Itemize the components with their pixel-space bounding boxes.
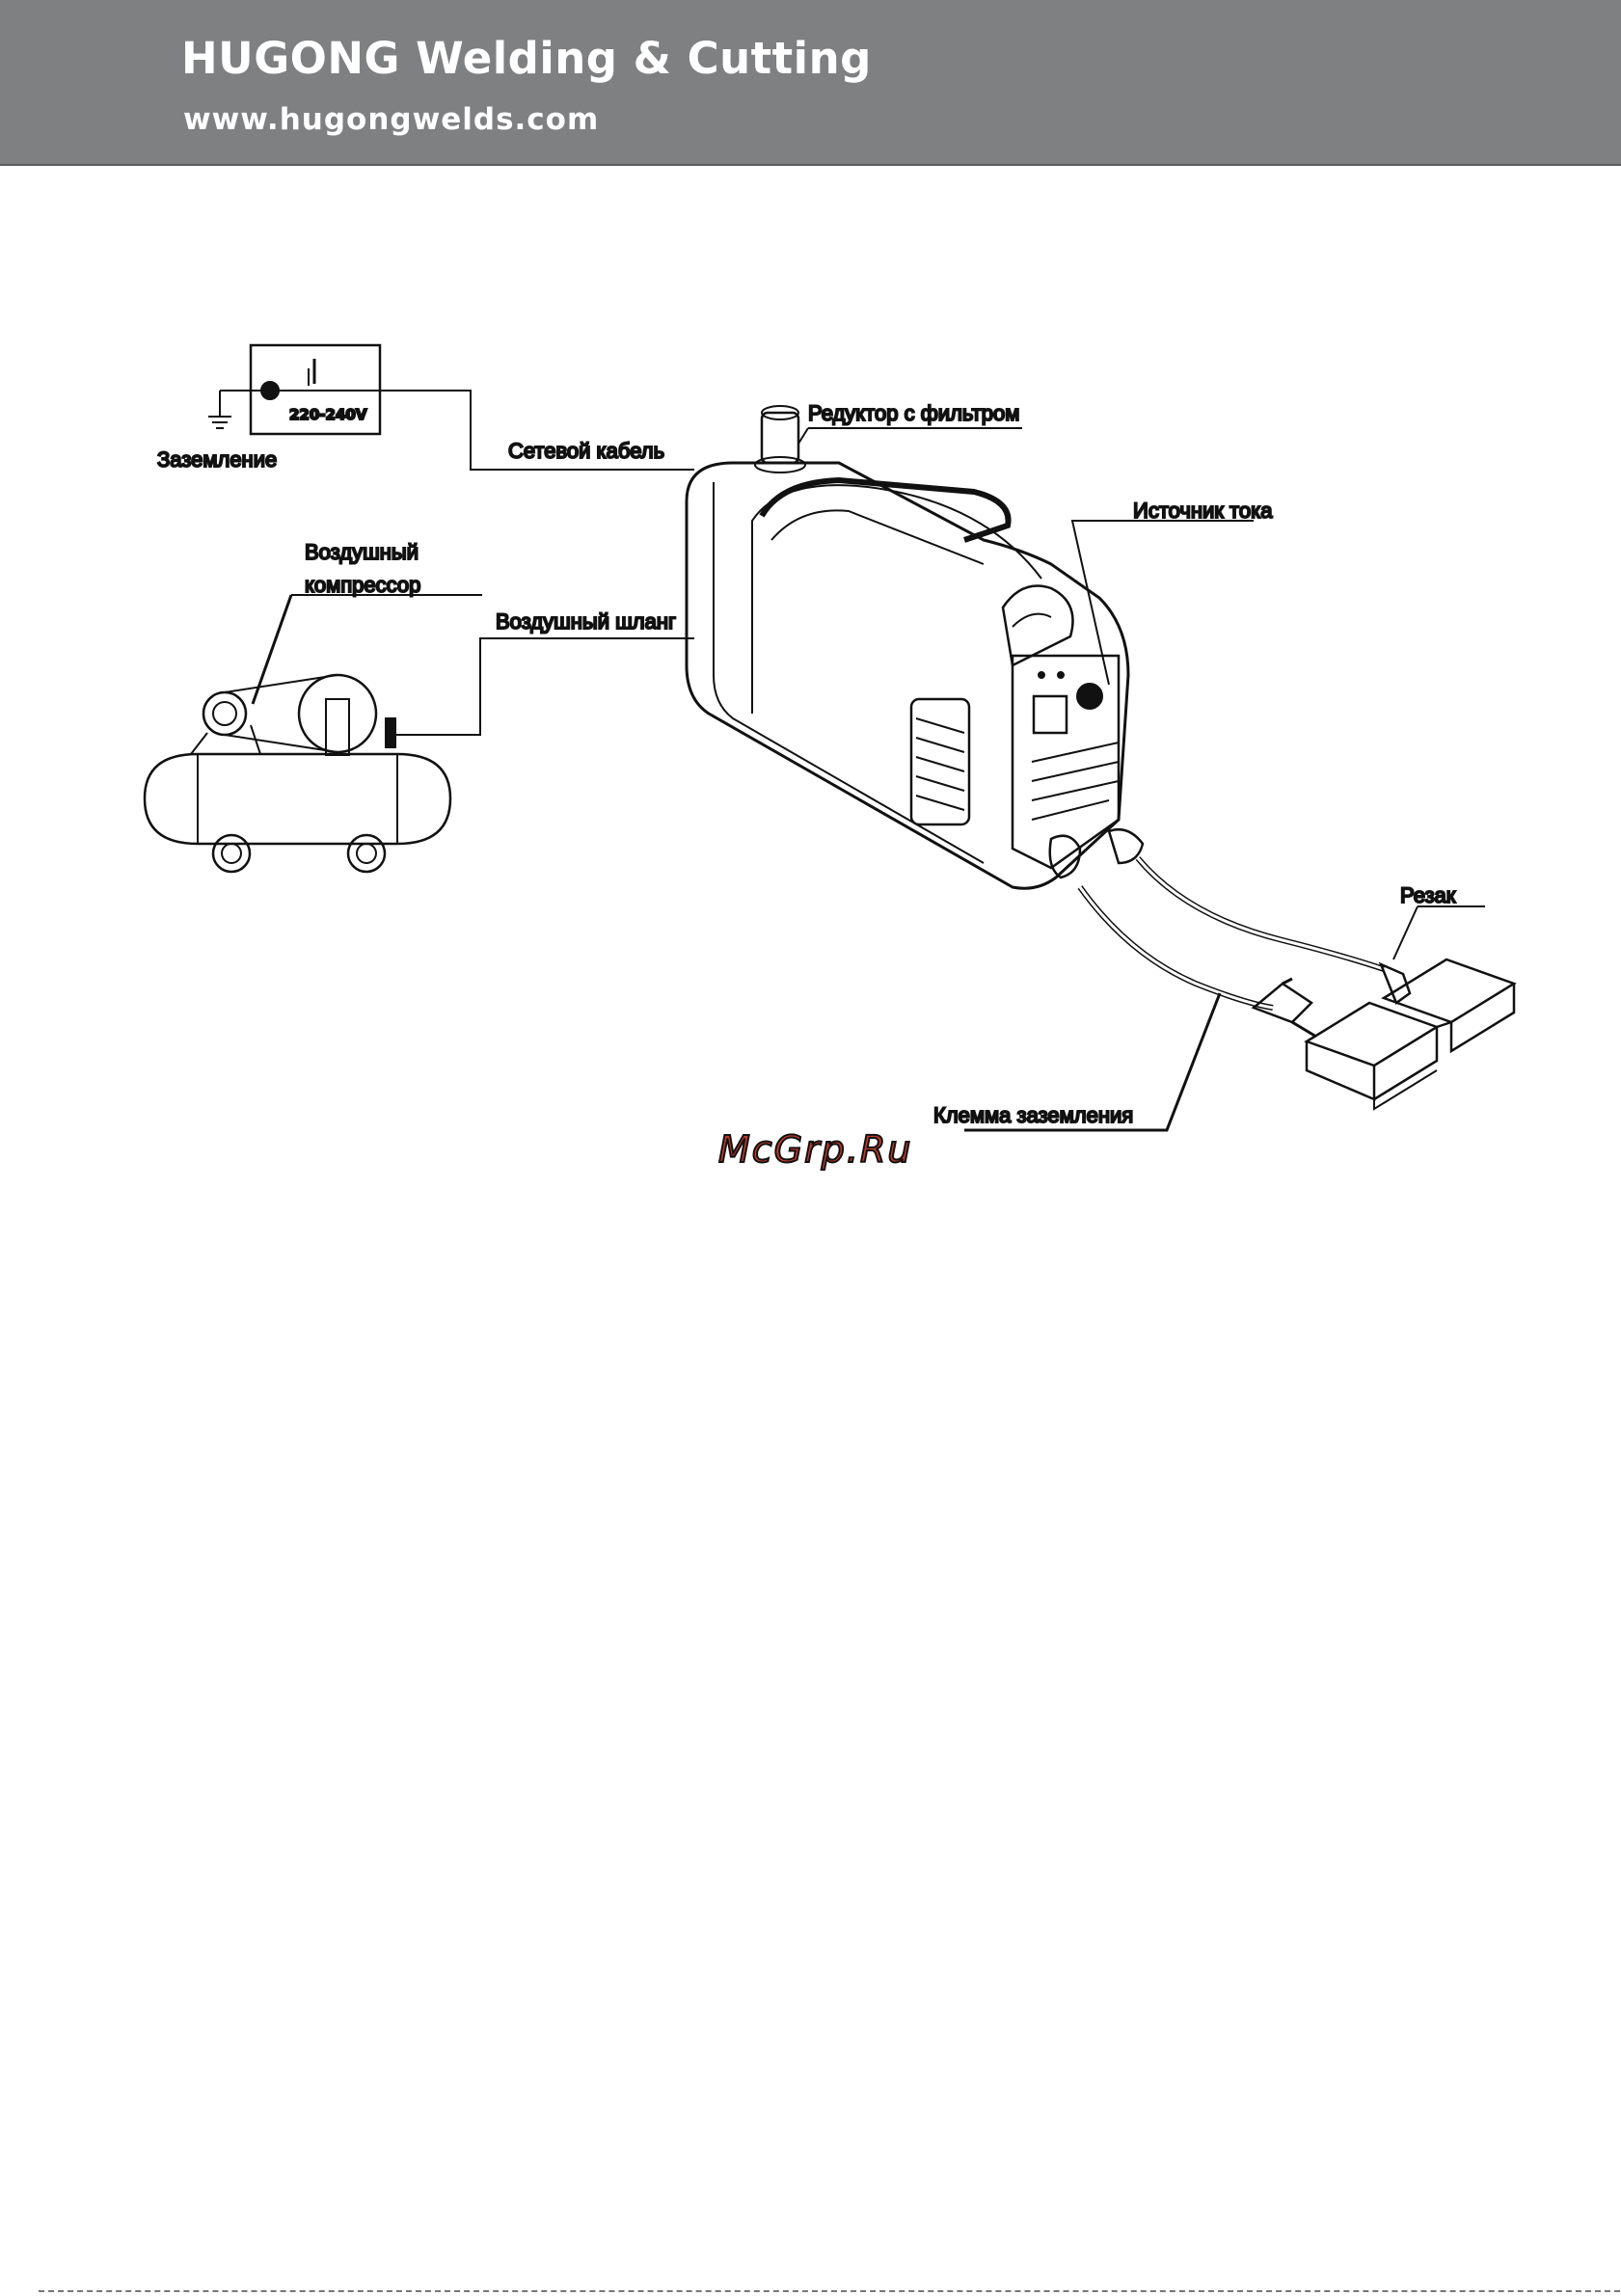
power-source-label: Источник тока xyxy=(1133,499,1273,523)
ground-clamp-label: Клемма заземления xyxy=(933,1103,1133,1127)
torch xyxy=(1381,906,1485,1003)
power-source-unit xyxy=(687,406,1254,888)
air-hose-label: Воздушный шланг xyxy=(496,609,676,634)
regulator-filter-label: Редуктор с фильтром xyxy=(808,401,1019,425)
air-compressor-label-2: компрессор xyxy=(305,573,420,597)
ground-label: Заземление xyxy=(157,447,277,472)
voltage-label: 220-240V xyxy=(289,406,367,423)
watermark: McGrp.Ru xyxy=(718,1128,912,1171)
page-bottom-rule xyxy=(39,2290,1620,2292)
mains-cable-label: Сетевой кабель xyxy=(508,439,664,463)
air-compressor-label-1: Воздушный xyxy=(305,540,419,564)
workpiece xyxy=(1307,959,1514,1109)
torch-label: Резак xyxy=(1400,883,1456,907)
connection-diagram: 220-240V Заземление Сетевой кабель Возду… xyxy=(0,0,1621,1205)
air-compressor xyxy=(145,595,694,872)
